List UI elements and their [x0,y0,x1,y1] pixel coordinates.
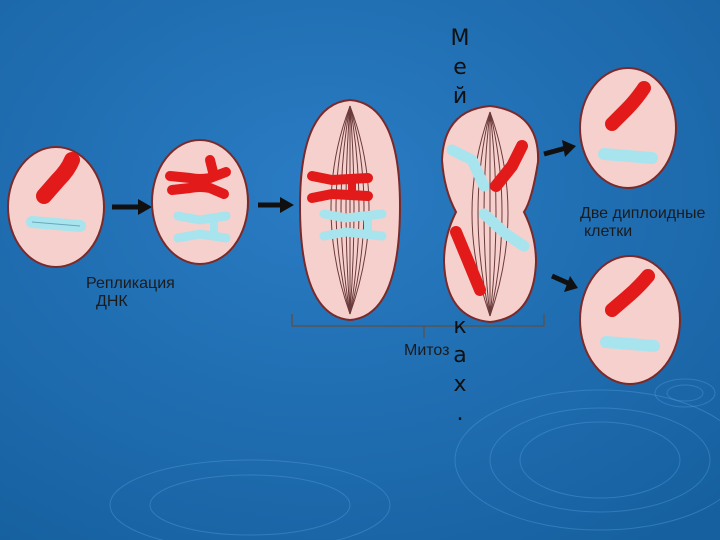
vertical-char: х [453,372,467,397]
chromosome-blue [478,208,530,252]
arrow-1 [112,199,152,215]
chromatid-red [167,182,229,199]
spindle-fibers [330,105,370,315]
chromatid-red [307,171,373,186]
chromosome-red [490,140,528,192]
two-cells-label-line2: клетки [584,223,633,240]
vertical-char: М [450,26,470,51]
replication-label-line2: ДНК [96,293,128,310]
vertical-overlay-text-bottom: к а х . [440,312,480,428]
mitosis-bracket [291,314,545,338]
cell-4-anaphase [440,104,540,324]
chromosome-blue [598,148,658,164]
ripple-decoration [109,378,720,540]
chromosome-red [36,152,80,204]
vertical-overlay-text-top: М е й [440,24,480,111]
chromosome-blue [600,336,660,352]
chromosome-red [605,269,655,317]
mitosis-label: Митоз [404,342,450,359]
daughter-cell-lower [579,255,681,385]
daughter-cell-upper [579,67,677,189]
chromatid-blue [319,227,387,241]
chromatid-red [307,188,373,203]
replication-label: Репликация ДНК [86,275,175,311]
vertical-char: й [452,84,468,109]
vertical-char: к [453,314,467,339]
chromosome-red [605,81,651,131]
two-cells-label-line1: Две диплоидные [580,205,706,222]
vertical-char: е [453,55,467,80]
arrow-2 [258,197,294,213]
vertical-char: . [456,401,464,426]
chromatid-blue [173,211,231,225]
chromatid-blue [319,209,387,223]
arrow-lower [550,273,578,292]
cell-3-metaphase [298,98,402,322]
chromatid-blue [173,229,231,243]
chromosome-red [450,226,486,296]
replication-label-line1: Репликация [86,275,175,292]
two-diploid-cells-label: Две диплоидные клетки [580,205,705,241]
chromosome-blue [446,144,490,192]
arrow-upper [543,140,576,157]
vertical-char: а [453,343,467,368]
cell-1-initial [7,146,105,268]
cell-2-replicated [151,139,249,265]
